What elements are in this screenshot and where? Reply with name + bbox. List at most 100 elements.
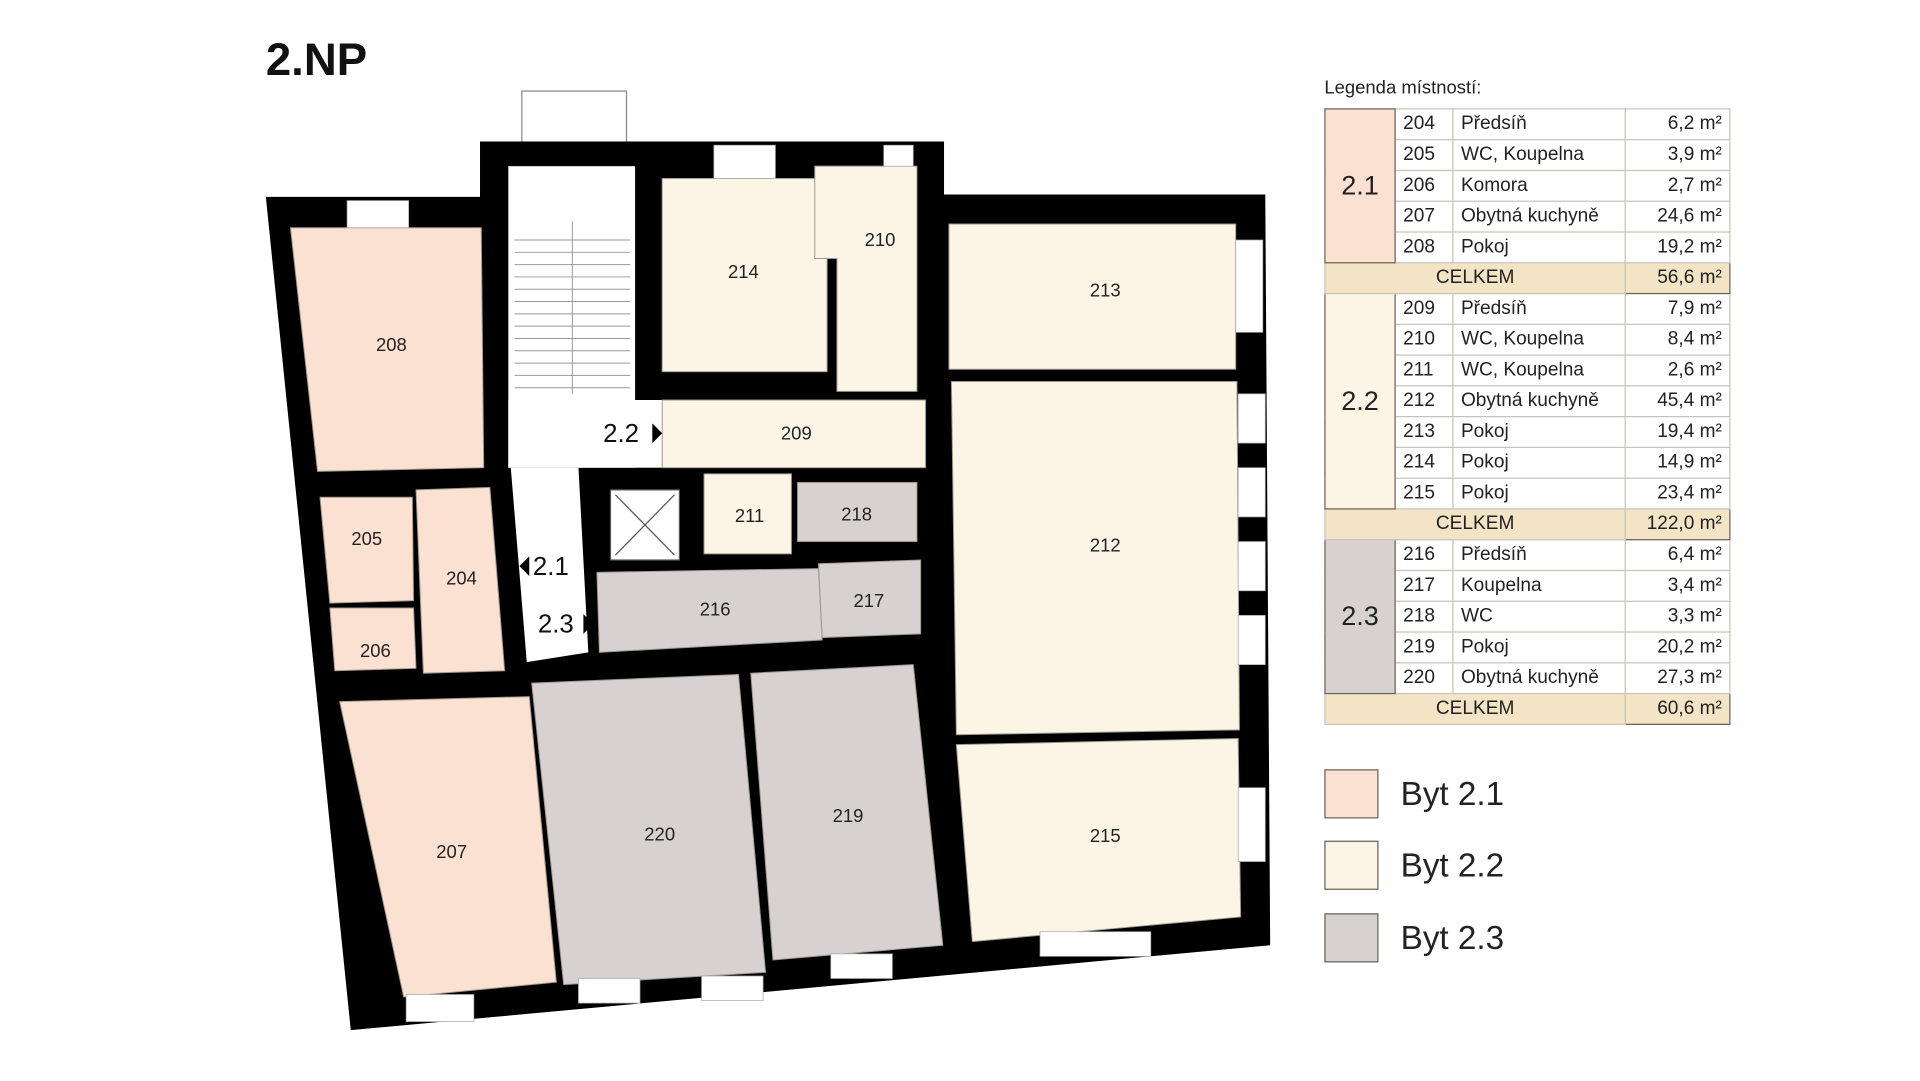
- room-number: 218: [1394, 600, 1454, 633]
- room-220: [531, 673, 767, 986]
- room-216: [596, 568, 823, 653]
- room-number: 212: [1394, 385, 1454, 418]
- room-area: 14,9 m²: [1624, 446, 1731, 479]
- room-212: [950, 381, 1240, 736]
- room-label: 208: [376, 334, 407, 355]
- swatch-color: [1324, 840, 1379, 890]
- room-208: [289, 227, 485, 472]
- room-name: Komora: [1452, 169, 1626, 202]
- room-label: 210: [865, 229, 896, 250]
- room-label: 218: [841, 504, 872, 525]
- balcony: [521, 90, 628, 144]
- room-name: WC: [1452, 600, 1626, 633]
- room-number: 207: [1394, 200, 1454, 233]
- room-217: [817, 559, 922, 639]
- staircase: [508, 166, 681, 663]
- room-name: Předsíň: [1452, 539, 1626, 572]
- total-area: 122,0 m²: [1624, 508, 1731, 541]
- room-number: 210: [1394, 323, 1454, 356]
- entrance-label-2-3: 2.3: [538, 611, 574, 639]
- room-label: 204: [446, 568, 477, 589]
- room-207: [339, 696, 557, 998]
- room-name: WC, Koupelna: [1452, 139, 1626, 172]
- room-area: 2,6 m²: [1624, 354, 1731, 387]
- page-title: 2.NP: [265, 34, 368, 85]
- entrance-arrow-icon: [519, 556, 530, 577]
- room-number: 215: [1394, 477, 1454, 510]
- swatch-color: [1324, 769, 1379, 819]
- floor-plan: 204 205 206 207 208 209 210 211 212 213 …: [265, 90, 1271, 1031]
- unit-cell: 2.1: [1324, 108, 1396, 264]
- swatch-label: Byt 2.2: [1400, 846, 1505, 884]
- room-name: WC, Koupelna: [1452, 354, 1626, 387]
- room-218: [797, 481, 918, 543]
- room-number: 209: [1394, 292, 1454, 325]
- room-area: 27,3 m²: [1624, 662, 1731, 695]
- room-name: Předsíň: [1452, 292, 1626, 325]
- swatch-label: Byt 2.3: [1400, 918, 1505, 956]
- room-area: 6,2 m²: [1624, 108, 1731, 141]
- room-name: Obytná kuchyně: [1452, 200, 1626, 233]
- room-name: WC, Koupelna: [1452, 323, 1626, 356]
- room-label: 219: [833, 805, 864, 826]
- room-number: 220: [1394, 662, 1454, 695]
- legend-caption: Legenda místností:: [1324, 77, 1482, 99]
- room-label: 206: [360, 640, 391, 661]
- room-area: 24,6 m²: [1624, 200, 1731, 233]
- room-215: [955, 737, 1242, 943]
- unit-cell: 2.3: [1324, 539, 1396, 695]
- room-label: 216: [700, 598, 731, 619]
- room-name: Předsíň: [1452, 108, 1626, 141]
- swatch-byt-2-1: Byt 2.1: [1324, 769, 1504, 819]
- room-209: [661, 399, 927, 469]
- room-area: 8,4 m²: [1624, 323, 1731, 356]
- room-name: Pokoj: [1452, 416, 1626, 449]
- room-204: [415, 486, 506, 674]
- room-area: 3,9 m²: [1624, 139, 1731, 172]
- swatch-byt-2-2: Byt 2.2: [1324, 840, 1505, 890]
- room-name: Pokoj: [1452, 631, 1626, 664]
- entrance-arrow-icon: [652, 423, 663, 444]
- entrance-arrow-icon: [583, 614, 594, 634]
- room-211: [703, 473, 792, 555]
- room-label: 214: [728, 261, 759, 282]
- room-area: 2,7 m²: [1624, 169, 1731, 202]
- room-number: 211: [1394, 354, 1454, 387]
- room-label: 205: [351, 528, 382, 549]
- room-area: 20,2 m²: [1624, 631, 1731, 664]
- room-label: 213: [1090, 280, 1121, 301]
- room-205: [319, 496, 415, 604]
- room-label: 209: [781, 422, 812, 443]
- room-name: Koupelna: [1452, 569, 1626, 602]
- room-name: Obytná kuchyně: [1452, 662, 1626, 695]
- room-name: Obytná kuchyně: [1452, 385, 1626, 418]
- windows: [346, 144, 1266, 1022]
- room-name: Pokoj: [1452, 446, 1626, 479]
- room-219: [750, 664, 944, 961]
- room-label: 207: [436, 841, 467, 862]
- room-number: 216: [1394, 539, 1454, 572]
- room-213: [948, 223, 1237, 370]
- room-area: 3,4 m²: [1624, 569, 1731, 602]
- entrance-label-2-1: 2.1: [533, 553, 569, 581]
- room-number: 204: [1394, 108, 1454, 141]
- room-number: 205: [1394, 139, 1454, 172]
- room-number: 208: [1394, 231, 1454, 264]
